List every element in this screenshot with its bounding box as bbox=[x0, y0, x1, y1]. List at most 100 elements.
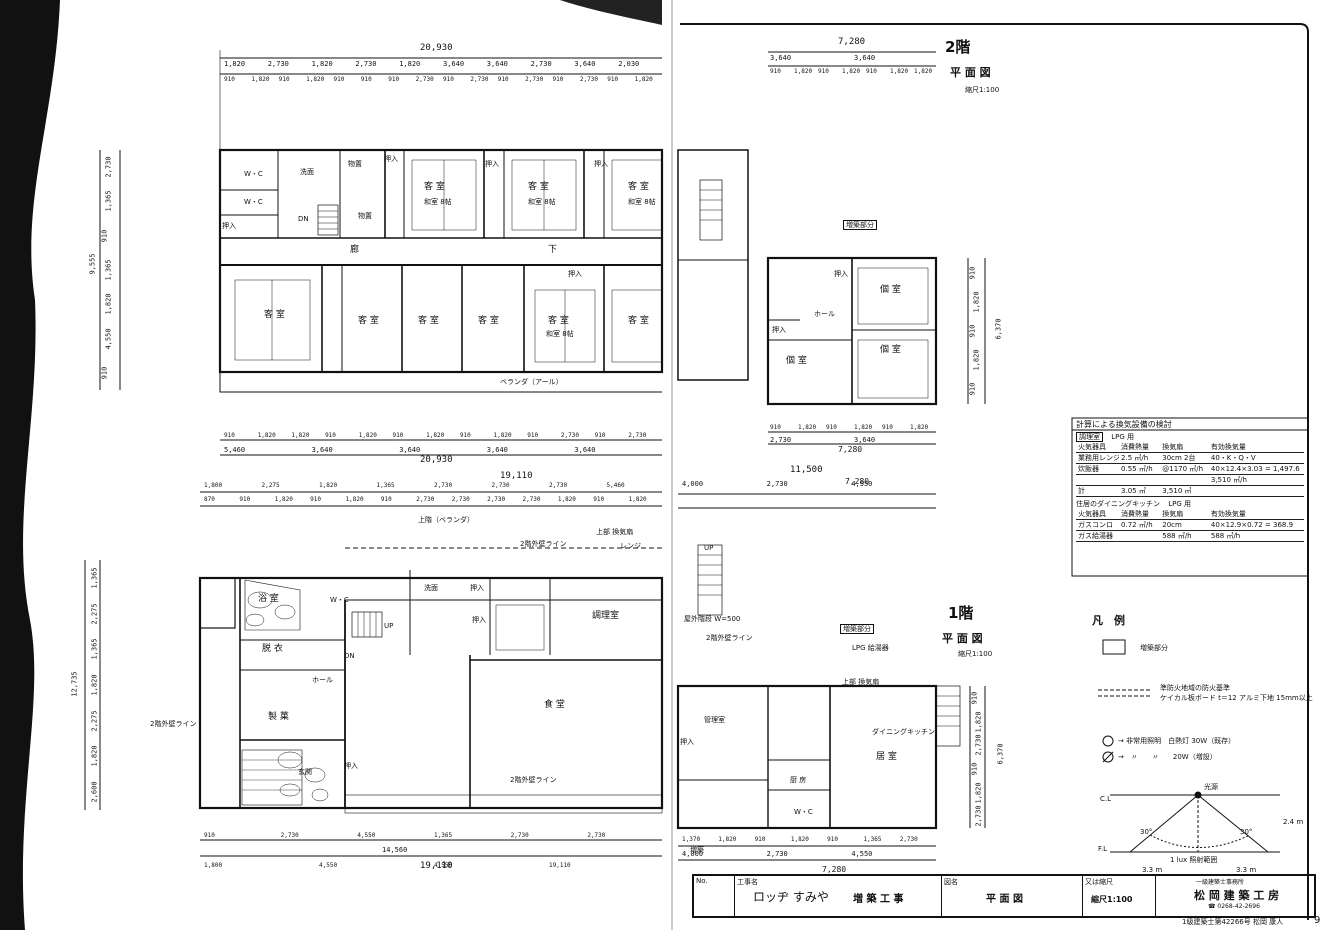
f2-dim-top2-15: 1,820 bbox=[634, 76, 653, 83]
stair-up-wing: UP bbox=[704, 544, 714, 552]
page-number: 9 bbox=[1314, 915, 1321, 926]
f2-dim-bot2-3: 3,640 bbox=[486, 446, 508, 454]
f1-dim-top2-1: 910 bbox=[239, 496, 251, 503]
room-guest-3: 客 室 bbox=[628, 182, 649, 192]
f2-dim-top2-7: 2,730 bbox=[415, 76, 434, 83]
room-dressing: 脱 衣 bbox=[262, 644, 283, 654]
calc-r1b-cell-2: @1170 ㎥/h bbox=[1162, 465, 1204, 473]
calc-r4b-cell-0: ガス給湯器 bbox=[1078, 532, 1113, 540]
f2-dim-top2-11: 2,730 bbox=[525, 76, 544, 83]
note-exhaust-fan-2: 上部 換気扇 bbox=[842, 678, 880, 686]
f2-dim-rb1-5: 1,820 bbox=[910, 424, 929, 431]
room-japanese-8-3: 和室 8帖 bbox=[628, 198, 656, 206]
f2-dim-bot2-4: 3,640 bbox=[574, 446, 596, 454]
room-private-2: 個 室 bbox=[880, 345, 901, 355]
f2-dim-rt2-1: 1,820 bbox=[794, 68, 813, 75]
calc-r4b-cell-2: 588 ㎥/h bbox=[1162, 532, 1192, 540]
calc-r4-cell-1: 0.72 ㎥/h bbox=[1121, 521, 1153, 529]
tb-project-cell: 工事名 ロッヂ すみや 増 築 工 事 bbox=[735, 876, 942, 916]
f1-dim-top2-2: 1,820 bbox=[274, 496, 293, 503]
note-upper-veranda: 上階（ベランダ） bbox=[418, 516, 474, 524]
tb-project-label: 工事名 bbox=[737, 878, 758, 886]
floor2-overall-bottom-right: 7,280 bbox=[838, 445, 863, 454]
calc-r1-cell-0: 業務用レンジ bbox=[1078, 454, 1120, 462]
f2-dim-left-3: 1,365 bbox=[104, 259, 113, 281]
calc-r4-cell-2: 20cm bbox=[1162, 521, 1182, 529]
f1-dim-bot2-1: 4,550 bbox=[319, 862, 338, 869]
calc-r1b-cell-0: 炊飯器 bbox=[1078, 465, 1099, 473]
tb-office-label: 一級建築士事務所 bbox=[1196, 879, 1245, 886]
room-closet-1: 押入 bbox=[384, 155, 398, 163]
calc-header-row-2: 火気器具消費熱量換気扇有効換気量 bbox=[1076, 509, 1304, 520]
f1-dim-bot1-2: 4,550 bbox=[357, 832, 376, 839]
f1-dim-top2-3: 910 bbox=[310, 496, 321, 503]
floor1-wing-right-total: 6,370 bbox=[996, 743, 1005, 765]
calc-row-2: 3,510 ㎥/h bbox=[1076, 475, 1304, 486]
f2-dim-top1-5: 3,640 bbox=[443, 60, 465, 68]
note-lpg-heater: LPG 給湯器 bbox=[852, 644, 889, 652]
room-closet-5: 押入 bbox=[568, 270, 582, 278]
calc-r4b-cell-1 bbox=[1119, 531, 1160, 541]
f2-dim-left-4: 1,820 bbox=[104, 293, 113, 315]
f1-dim-rb1-6: 2,730 bbox=[899, 836, 918, 843]
f2-dim-bot1-0: 910 bbox=[224, 432, 235, 439]
calc-h1-cell-1: 消費熱量 bbox=[1121, 443, 1150, 451]
tb-office-phone: ☎ 0268-42-2696 bbox=[1208, 903, 1260, 910]
calc-h1-cell-3: 有効換気量 bbox=[1210, 443, 1246, 451]
calc-r3-cell-1: 3.05 ㎥ bbox=[1121, 487, 1146, 495]
f1-dim-rb1-3: 1,820 bbox=[790, 836, 809, 843]
f2-dim-left-1: 1,365 bbox=[104, 190, 113, 212]
room-closet-1f-2: 押入 bbox=[344, 762, 358, 770]
legend-light-source: 光源 bbox=[1204, 783, 1218, 791]
room-closet-1f-4: 押入 bbox=[472, 616, 486, 624]
legend-item-emergency-light-1: → 非常用照明 白熱灯 30W（既存） bbox=[1118, 737, 1236, 745]
room-guest-4: 客 室 bbox=[264, 310, 285, 320]
corridor-label-2: 下 bbox=[548, 245, 558, 255]
ventilation-calc-table: 計算による換気設備の検討 調理室 LPG 用 火気器具消費熱量換気扇有効換気量 … bbox=[1076, 420, 1304, 542]
f2-dim-wing-0: 910 bbox=[968, 266, 977, 279]
f2-dim-rb1-1: 1,820 bbox=[798, 424, 817, 431]
f1-dim-wing-4: 1,820 bbox=[974, 781, 983, 804]
f1-dim-left-2: 1,365 bbox=[90, 638, 99, 660]
f2-dim-rt2-6: 1,820 bbox=[914, 68, 933, 75]
f1-dim-top1-4: 2,730 bbox=[434, 482, 453, 489]
stair-down-1f: DN bbox=[344, 652, 355, 660]
calc-r4-cell-0: ガスコンロ bbox=[1078, 521, 1113, 529]
room-confectionery: 製 菓 bbox=[268, 712, 289, 722]
legend-item-fireproof-b: ケイカル板ボード t＝12 アルミ下地 15mm以上 bbox=[1160, 694, 1313, 702]
floor2-scale: 縮尺1:100 bbox=[965, 86, 1000, 94]
f2-dim-bot1-5: 910 bbox=[392, 432, 404, 439]
f1-dim-top2-12: 1,820 bbox=[628, 496, 647, 503]
tb-scale-label: 又は縮尺 bbox=[1085, 878, 1113, 886]
floor1-scale: 縮尺1:100 bbox=[958, 650, 993, 658]
f2-dim-bot1-6: 1,820 bbox=[426, 432, 445, 439]
floor2-left-total: 9,555 bbox=[88, 253, 97, 275]
f2-dim-rt2-5: 1,820 bbox=[890, 68, 909, 75]
room-guest-2: 客 室 bbox=[528, 182, 549, 192]
f2-dim-wing-1: 1,820 bbox=[972, 291, 981, 313]
room-wc-1: W・C bbox=[244, 170, 263, 178]
room-japanese-8-2: 和室 8帖 bbox=[528, 198, 556, 206]
tb-drawing-name: 平 面 図 bbox=[986, 894, 1023, 905]
calc-header-row-1: 火気器具消費熱量換気扇有効換気量 bbox=[1076, 442, 1304, 453]
floor1-title: 平 面 図 bbox=[942, 632, 983, 645]
room-dining-kitchen: ダイニングキッチン bbox=[872, 728, 935, 736]
calc-r2-cell-3: 3,510 ㎥/h bbox=[1210, 476, 1247, 484]
f2-dim-top2-2: 910 bbox=[278, 76, 290, 83]
f1-dim-rb2-0: 4,000 bbox=[682, 850, 704, 858]
room-guest-6: 客 室 bbox=[418, 316, 439, 326]
f1-dim-top2-7: 2,730 bbox=[451, 496, 470, 503]
calc-r2-cell-2 bbox=[1160, 475, 1209, 485]
room-washroom-1f: 洗面 bbox=[424, 584, 438, 592]
room-guest-8: 客 室 bbox=[548, 316, 569, 326]
legend-item-extension: 増築部分 bbox=[1140, 644, 1168, 652]
calc-h1-cell-2: 換気扇 bbox=[1162, 443, 1184, 451]
f2-dim-top1-6: 3,640 bbox=[486, 60, 508, 68]
f2-dim-rb1-4: 910 bbox=[882, 424, 893, 431]
legend-item-fireproof-a: 準防火地域の防火基準 bbox=[1160, 684, 1230, 692]
f2-dim-wing-2: 910 bbox=[968, 324, 977, 338]
f2-dim-top1-7: 2,730 bbox=[530, 60, 552, 68]
calc-h2-cell-0: 火気器具 bbox=[1078, 510, 1106, 518]
